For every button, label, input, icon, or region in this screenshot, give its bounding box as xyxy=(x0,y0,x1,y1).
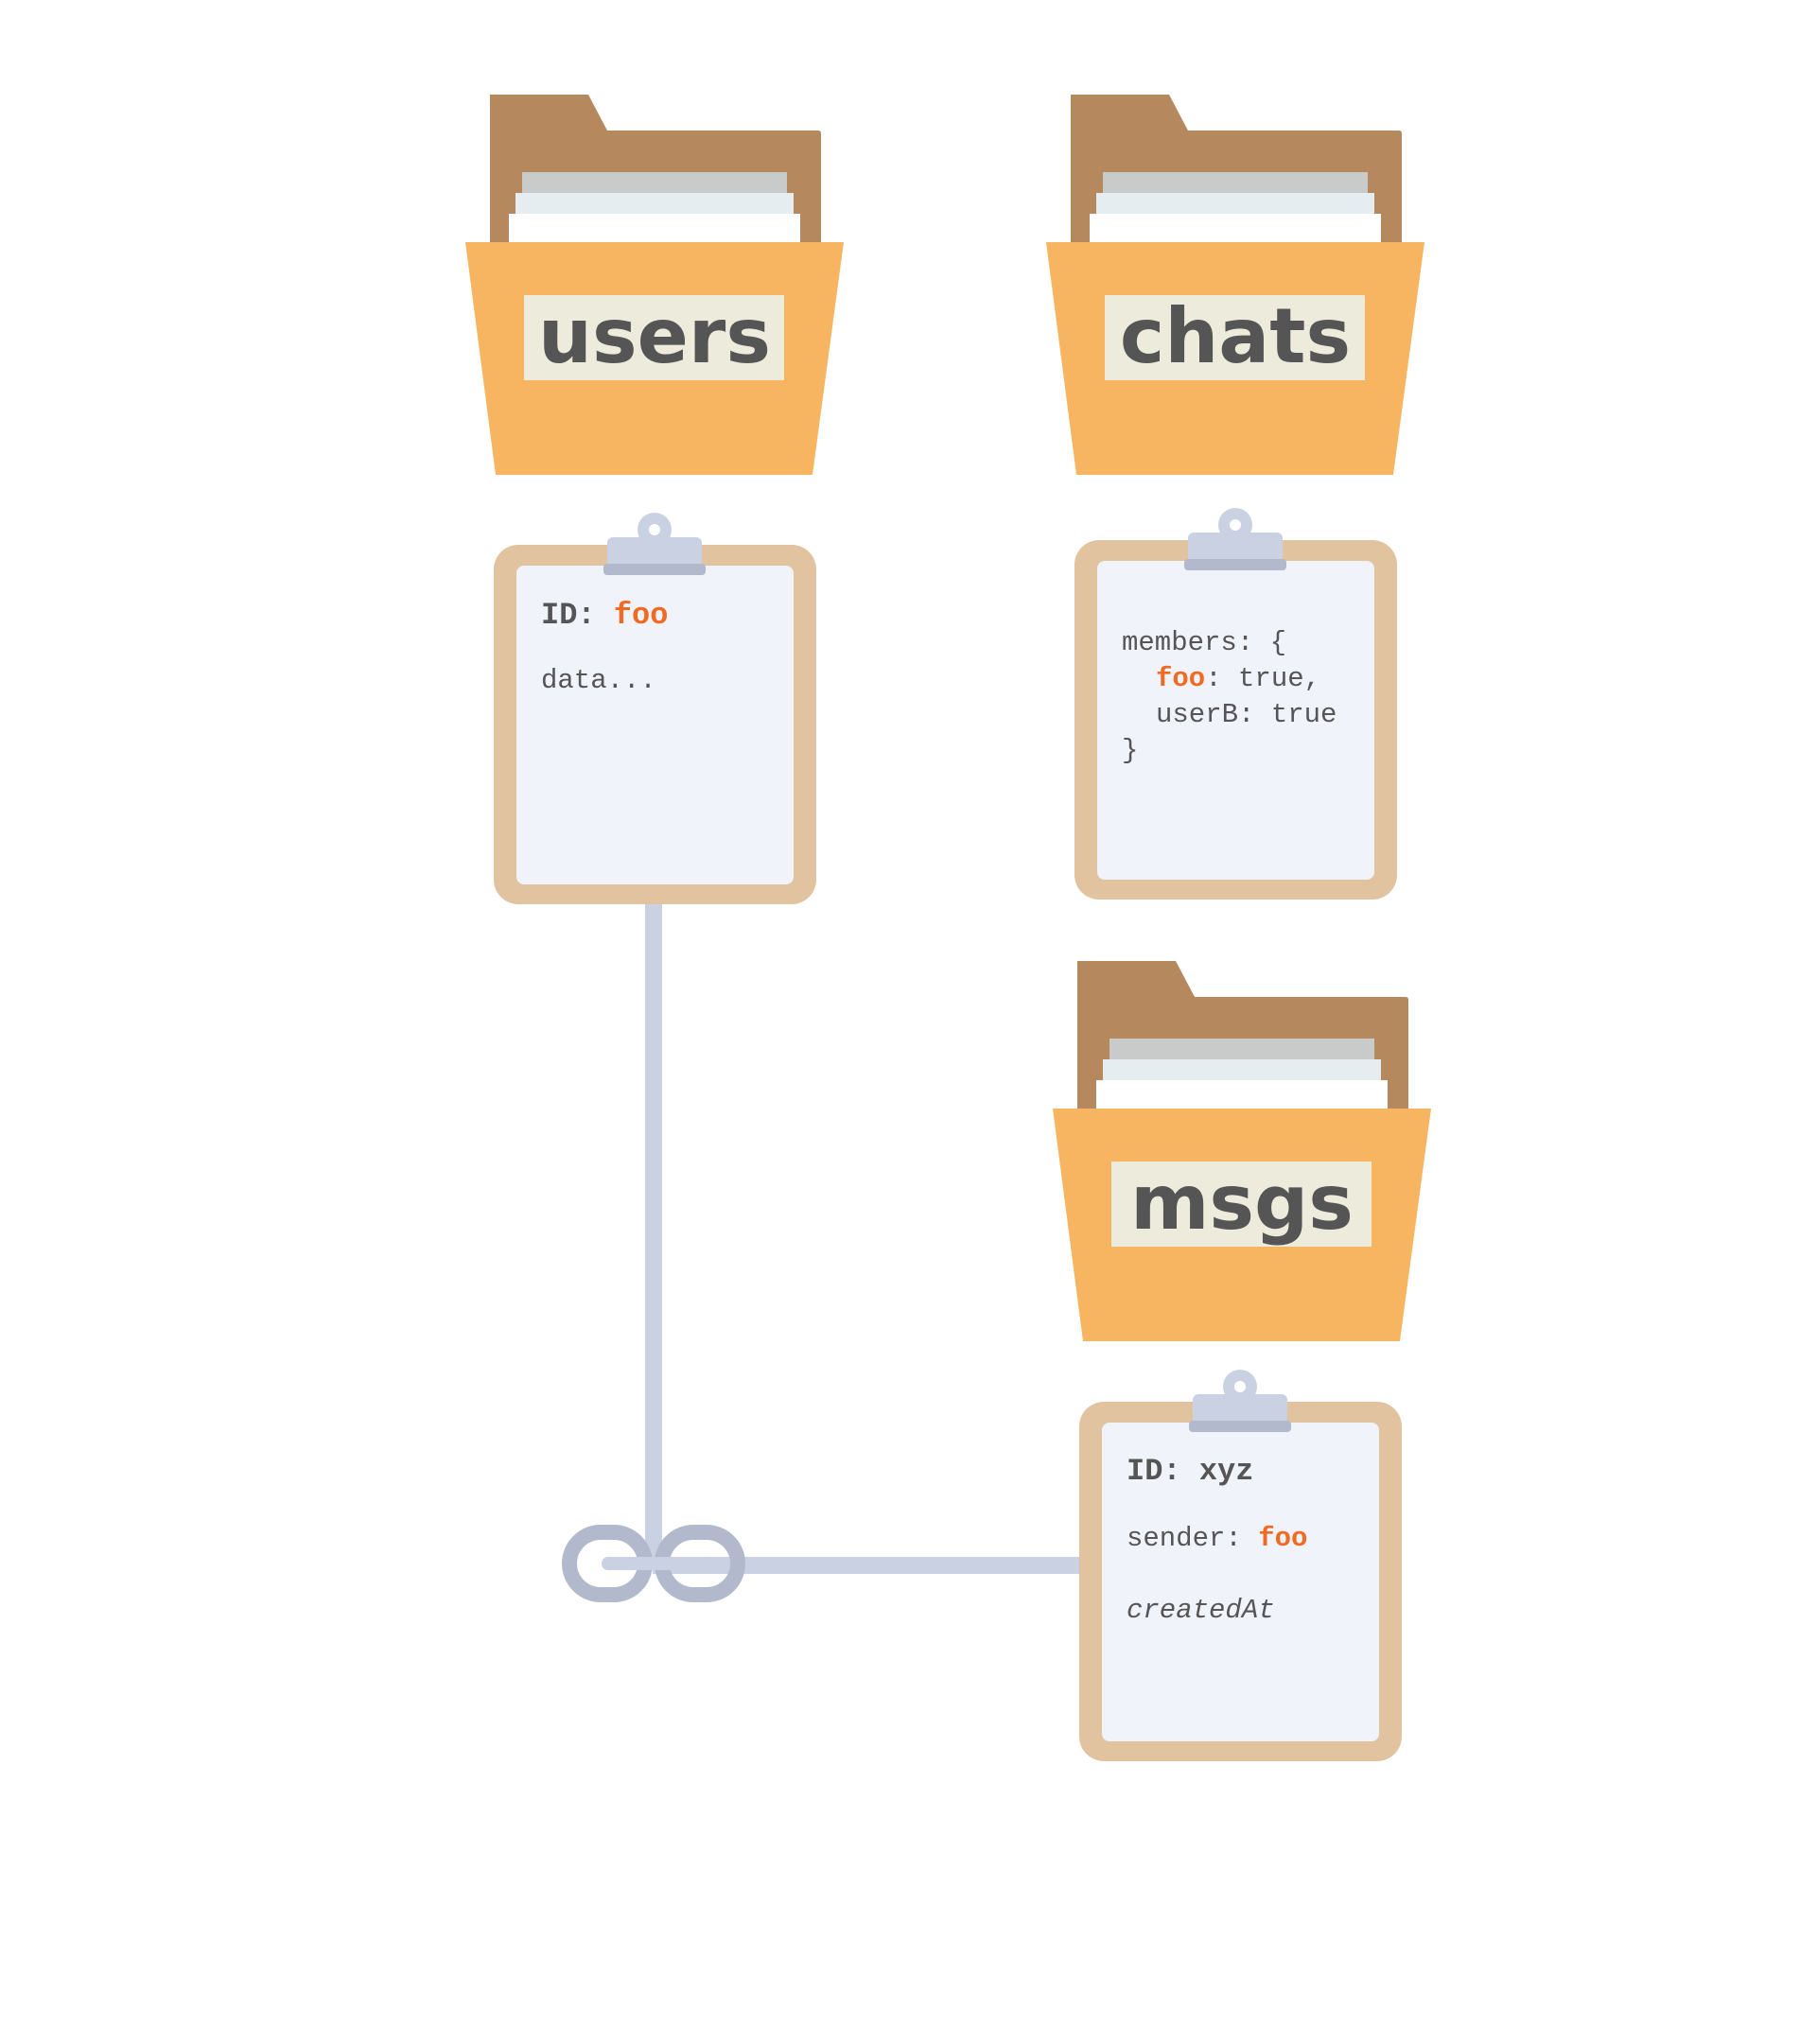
link-vertical-line xyxy=(645,899,662,1570)
folder-label: chats xyxy=(1120,292,1351,380)
clipboard-icon xyxy=(494,513,816,904)
sender-key: sender: xyxy=(1127,1523,1258,1554)
link-horizontal-line xyxy=(653,1557,1084,1574)
svg-text:sender: foo: sender: foo xyxy=(1127,1523,1307,1554)
folder-label-bg xyxy=(1105,295,1365,380)
members-open: members: { xyxy=(1122,627,1286,658)
folder-icon xyxy=(465,95,844,475)
member-foo-key: foo xyxy=(1156,663,1205,694)
svg-text:ID: foo: ID: foo xyxy=(541,598,668,633)
members-close: } xyxy=(1122,735,1138,766)
document-chat[interactable]: members: { foo: true, userB: true } xyxy=(1074,508,1397,900)
doc-id-key: ID: xyxy=(541,598,614,633)
svg-text:foo: true,: foo: true, xyxy=(1156,663,1320,694)
folder-icon xyxy=(1053,961,1431,1341)
folder-label: msgs xyxy=(1130,1159,1354,1247)
doc-id: ID: xyz xyxy=(1127,1454,1253,1489)
folder-label: users xyxy=(538,292,771,380)
document-msg-xyz[interactable]: ID: xyz sender: foo createdAt xyxy=(1079,1370,1402,1761)
folder-icon xyxy=(1046,95,1424,475)
folder-label-bg xyxy=(524,295,784,380)
created-at-field: createdAt xyxy=(1127,1595,1275,1626)
chain-link-icon xyxy=(562,1525,745,1602)
doc-body: data... xyxy=(541,665,656,696)
document-user-foo[interactable]: ID: foo data... xyxy=(494,513,816,904)
reference-link xyxy=(562,899,1084,1602)
sender-value: foo xyxy=(1258,1523,1307,1554)
folder-users[interactable]: users xyxy=(465,95,844,475)
member-foo-value: : true, xyxy=(1205,663,1320,694)
folder-label-bg xyxy=(1111,1162,1371,1247)
member-userB: userB: true xyxy=(1156,699,1337,730)
folder-chats[interactable]: chats xyxy=(1046,95,1424,475)
clipboard-icon xyxy=(1074,508,1397,900)
clipboard-icon xyxy=(1079,1370,1402,1761)
doc-id-value: foo xyxy=(614,598,669,633)
folder-msgs[interactable]: msgs xyxy=(1053,961,1431,1341)
